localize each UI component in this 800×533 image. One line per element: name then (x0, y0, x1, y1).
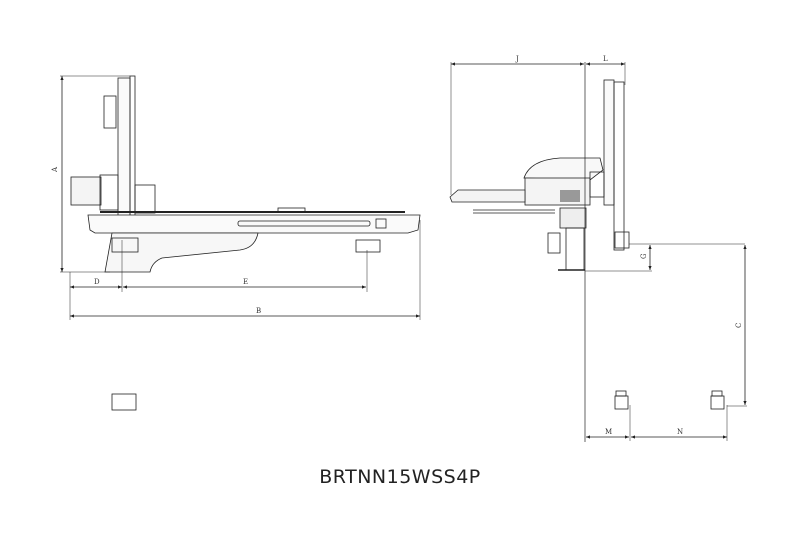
dimension-label-d: D (94, 278, 100, 286)
motor-block (70, 174, 156, 214)
gripper-part-m (614, 390, 629, 410)
vertical-column (103, 75, 136, 231)
dimension-e: E (121, 240, 368, 292)
dimension-label-m: M (605, 428, 612, 436)
dimension-label-n: N (677, 428, 683, 436)
side-carriage (355, 239, 381, 253)
dimension-label-j: J (515, 55, 519, 63)
front-view: J L G C M N (449, 55, 747, 442)
front-column (603, 79, 630, 251)
dimension-label-l: L (603, 55, 608, 63)
dimension-d: D (70, 278, 122, 289)
dimension-l: L (586, 55, 626, 85)
dimension-c: C (727, 245, 747, 407)
base-support (104, 232, 259, 273)
horizontal-beam (87, 207, 421, 234)
side-view: A D E B (51, 75, 421, 411)
dimension-g: G (585, 243, 745, 272)
kick-arm (449, 189, 555, 214)
lower-block (547, 207, 587, 271)
dimension-label-a: A (51, 166, 59, 173)
head-unit (523, 157, 605, 206)
gripper-part-n (710, 390, 725, 410)
dimension-label-c: C (735, 323, 743, 328)
dimension-j: J (450, 55, 584, 195)
dimension-label-b: B (256, 307, 261, 315)
dimension-b: B (69, 220, 421, 320)
gripper-part (111, 393, 137, 411)
dimension-a: A (51, 75, 130, 273)
model-title: BRTNN15WSS4P (319, 466, 481, 488)
dimension-n: N (631, 405, 728, 441)
dimension-label-g: G (640, 253, 648, 259)
dimension-m: M (586, 405, 631, 441)
dimension-label-e: E (243, 278, 248, 286)
